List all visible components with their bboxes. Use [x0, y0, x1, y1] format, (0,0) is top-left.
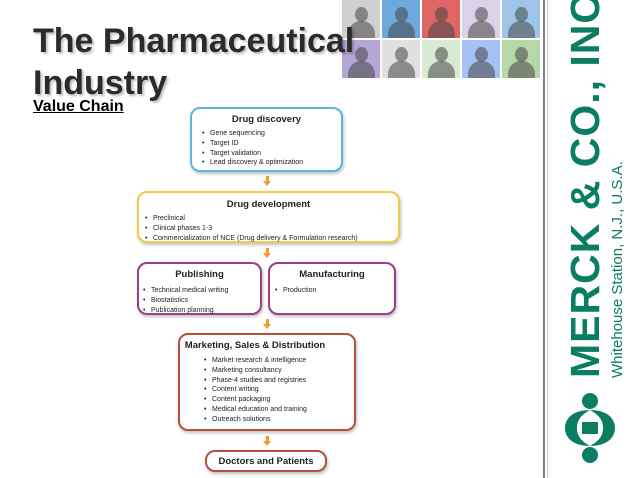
person-silhouette-body	[508, 61, 535, 78]
list-item: Content writing	[204, 385, 354, 395]
person-silhouette-icon	[435, 47, 448, 62]
merck-logo-location: Whitehouse Station, N.J., U.S.A.	[609, 161, 626, 378]
marketing-title: Marketing, Sales & Distribution	[184, 340, 326, 351]
merck-logo-name: MERCK & CO., INC.	[562, 0, 608, 378]
list-item: Outreach solutions	[204, 415, 354, 425]
mosaic-photo-tile	[422, 40, 460, 78]
person-silhouette-icon	[395, 47, 408, 62]
marketing-box: Marketing, Sales & Distribution Market r…	[178, 333, 356, 431]
person-silhouette-icon	[355, 47, 368, 62]
mosaic-photo-tile	[342, 40, 380, 78]
mosaic-photo-tile	[382, 40, 420, 78]
list-item: Content packaging	[204, 395, 354, 405]
divider-line	[543, 0, 545, 478]
drug-discovery-box: Drug discovery Gene sequencing Target ID…	[190, 107, 343, 172]
person-silhouette-body	[348, 21, 375, 38]
mosaic-photo-tile	[462, 0, 500, 38]
person-silhouette-body	[428, 61, 455, 78]
publishing-title: Publishing	[175, 269, 224, 280]
person-silhouette-body	[388, 61, 415, 78]
list-item: Target ID	[202, 139, 341, 149]
drug-development-title: Drug development	[226, 199, 311, 210]
mosaic-photo-tile	[502, 0, 540, 38]
slide-subtitle: Value Chain	[33, 98, 124, 115]
person-silhouette-icon	[395, 7, 408, 22]
people-photo-mosaic	[342, 0, 542, 80]
mosaic-photo-tile	[462, 40, 500, 78]
merck-emblem-icon	[565, 393, 615, 463]
person-silhouette-body	[428, 21, 455, 38]
publishing-box: Publishing Technical medical writing Bio…	[137, 262, 262, 315]
person-silhouette-body	[468, 21, 495, 38]
list-item: Target validation	[202, 149, 341, 159]
doctors-patients-box: Doctors and Patients	[205, 450, 327, 472]
mosaic-photo-tile	[342, 0, 380, 38]
list-item: Technical medical writing	[143, 286, 260, 296]
person-silhouette-icon	[515, 47, 528, 62]
person-silhouette-body	[388, 21, 415, 38]
doctors-patients-title: Doctors and Patients	[218, 456, 314, 467]
person-silhouette-body	[468, 61, 495, 78]
person-silhouette-icon	[435, 7, 448, 22]
person-silhouette-icon	[475, 7, 488, 22]
list-item: Preclinical	[145, 214, 398, 224]
list-item: Production	[275, 286, 394, 296]
mosaic-photo-tile	[502, 40, 540, 78]
list-item: Biostatistics	[143, 296, 260, 306]
person-silhouette-icon	[515, 7, 528, 22]
list-item: Phase-4 studies and registries	[204, 376, 354, 386]
person-silhouette-body	[508, 21, 535, 38]
list-item: Commercialization of NCE (Drug delivery …	[145, 234, 398, 244]
list-item: Gene sequencing	[202, 129, 341, 139]
list-item: Medical education and training	[204, 405, 354, 415]
merck-logo: MERCK & CO., INC.	[560, 0, 610, 378]
divider-line-light	[547, 0, 548, 478]
person-silhouette-icon	[355, 7, 368, 22]
person-silhouette-body	[348, 61, 375, 78]
person-silhouette-icon	[475, 47, 488, 62]
drug-development-box: Drug development Preclinical Clinical ph…	[137, 191, 400, 243]
list-item: Market research & intelligence	[204, 356, 354, 366]
mosaic-photo-tile	[422, 0, 460, 38]
mosaic-photo-tile	[382, 0, 420, 38]
drug-discovery-title: Drug discovery	[231, 114, 302, 125]
list-item: Clinical phases 1-3	[145, 224, 398, 234]
list-item: Publication planning	[143, 306, 260, 316]
manufacturing-box: Manufacturing Production	[268, 262, 396, 315]
list-item: Lead discovery & optimization	[202, 158, 341, 168]
manufacturing-title: Manufacturing	[299, 269, 365, 280]
list-item: Marketing consultancy	[204, 366, 354, 376]
